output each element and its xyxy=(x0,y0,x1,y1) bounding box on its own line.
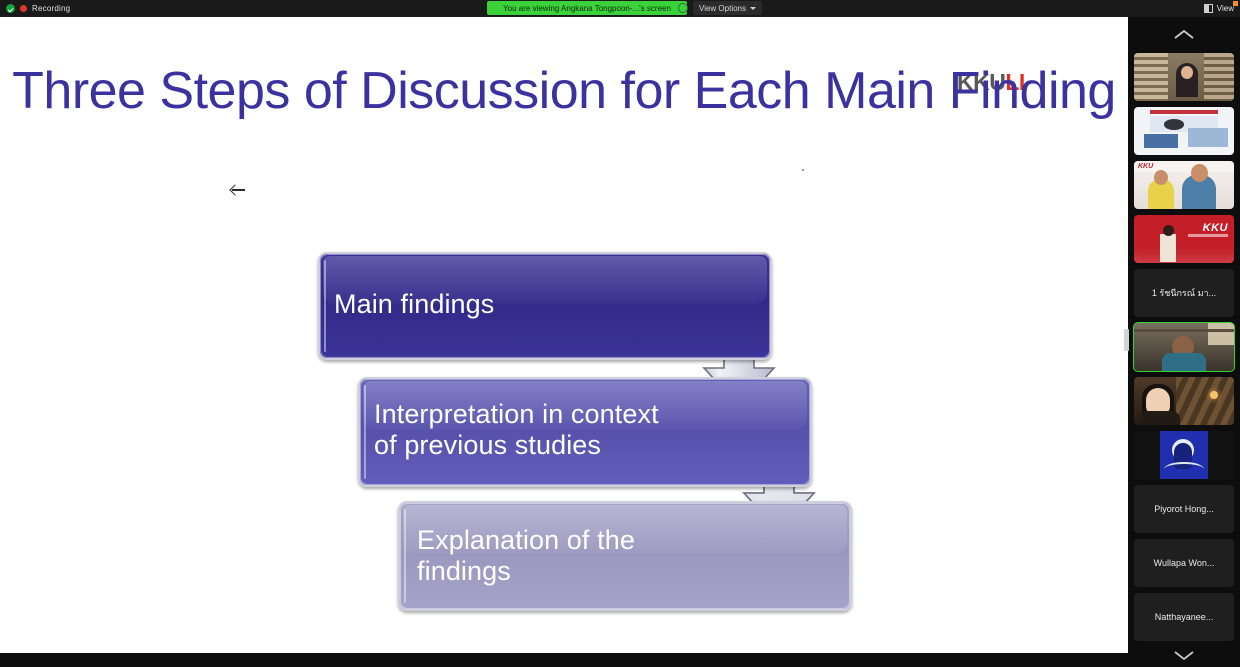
step-box-explanation[interactable]: Explanation of the findings xyxy=(398,501,852,611)
box-inner-border xyxy=(320,254,770,358)
participant-tile[interactable]: KKU xyxy=(1134,215,1234,263)
box-left-highlight xyxy=(364,385,366,479)
participant-tile[interactable] xyxy=(1134,431,1234,479)
participant-name: Natthayanee... xyxy=(1154,612,1214,622)
left-arrow-cursor-icon xyxy=(230,183,246,197)
step-box-main-findings[interactable]: Main findings xyxy=(318,252,772,360)
participant-name: 1 รัชนีกรณ์ มา... xyxy=(1151,288,1217,298)
view-options-button[interactable]: View Options xyxy=(693,1,762,15)
slide-resize-handle[interactable] xyxy=(1124,329,1129,351)
participant-video xyxy=(1134,323,1234,371)
shield-check-icon[interactable] xyxy=(6,4,15,13)
participant-video: KKU xyxy=(1134,215,1234,263)
recording-label: Recording xyxy=(32,4,71,13)
box-left-highlight xyxy=(324,260,326,352)
shared-screen-slide[interactable]: KKULI Three Steps of Discussion for Each… xyxy=(0,17,1128,653)
participant-sidebar: KKU KKU 1 รัชนีกรณ์ มา... xyxy=(1128,17,1240,667)
view-options-label: View Options xyxy=(699,3,746,13)
participant-video xyxy=(1134,107,1234,155)
participant-tile[interactable]: Natthayanee... xyxy=(1134,593,1234,641)
scroll-up-chevron-icon[interactable] xyxy=(1128,23,1240,47)
step-label: Main findings xyxy=(334,289,495,319)
box-left-highlight xyxy=(404,509,406,603)
screen-share-text: You are viewing Angkana Tongpoon-...'s s… xyxy=(503,3,671,13)
participant-tile[interactable] xyxy=(1134,53,1234,101)
meeting-top-bar: Recording You are viewing Angkana Tongpo… xyxy=(0,0,1240,17)
share-status-circle-icon xyxy=(678,3,688,13)
participant-video xyxy=(1134,377,1234,425)
view-button-label: View xyxy=(1216,4,1234,13)
logo-kku-text: KKU xyxy=(957,69,1006,95)
grid-view-icon xyxy=(1203,4,1213,13)
view-layout-button[interactable]: View xyxy=(1203,2,1234,15)
participant-tile[interactable] xyxy=(1134,107,1234,155)
participant-video xyxy=(1134,431,1234,479)
kkuli-logo: KKULI xyxy=(957,69,1025,96)
page-title: Three Steps of Discussion for Each Main … xyxy=(12,62,1116,120)
participant-tile[interactable]: KKU xyxy=(1134,161,1234,209)
participant-tile[interactable]: Piyorot Hong... xyxy=(1134,485,1234,533)
title-trailing-dot xyxy=(802,169,804,171)
chevron-down-icon xyxy=(750,6,756,10)
participant-tile-active[interactable] xyxy=(1133,322,1235,372)
participant-video xyxy=(1134,53,1234,101)
step-label: Explanation of the findings xyxy=(417,525,635,587)
participant-tile[interactable]: 1 รัชนีกรณ์ มา... xyxy=(1134,269,1234,317)
notification-dot-icon xyxy=(1233,1,1238,6)
participant-tile[interactable] xyxy=(1134,377,1234,425)
participant-video: KKU xyxy=(1134,161,1234,209)
recording-indicator: Recording xyxy=(6,0,70,17)
scroll-down-chevron-icon[interactable] xyxy=(1128,643,1240,667)
step-label: Interpretation in context of previous st… xyxy=(374,399,659,461)
logo-li-text: LI xyxy=(1005,69,1025,95)
box-inner-border xyxy=(400,503,850,609)
box-inner-border xyxy=(360,379,810,485)
step-box-interpretation[interactable]: Interpretation in context of previous st… xyxy=(358,377,812,487)
participant-tile[interactable]: Wullapa Won... xyxy=(1134,539,1234,587)
participant-name: Wullapa Won... xyxy=(1153,558,1215,568)
record-dot-icon xyxy=(20,5,27,12)
participant-name: Piyorot Hong... xyxy=(1154,504,1214,514)
screen-share-banner: You are viewing Angkana Tongpoon-...'s s… xyxy=(487,1,687,15)
